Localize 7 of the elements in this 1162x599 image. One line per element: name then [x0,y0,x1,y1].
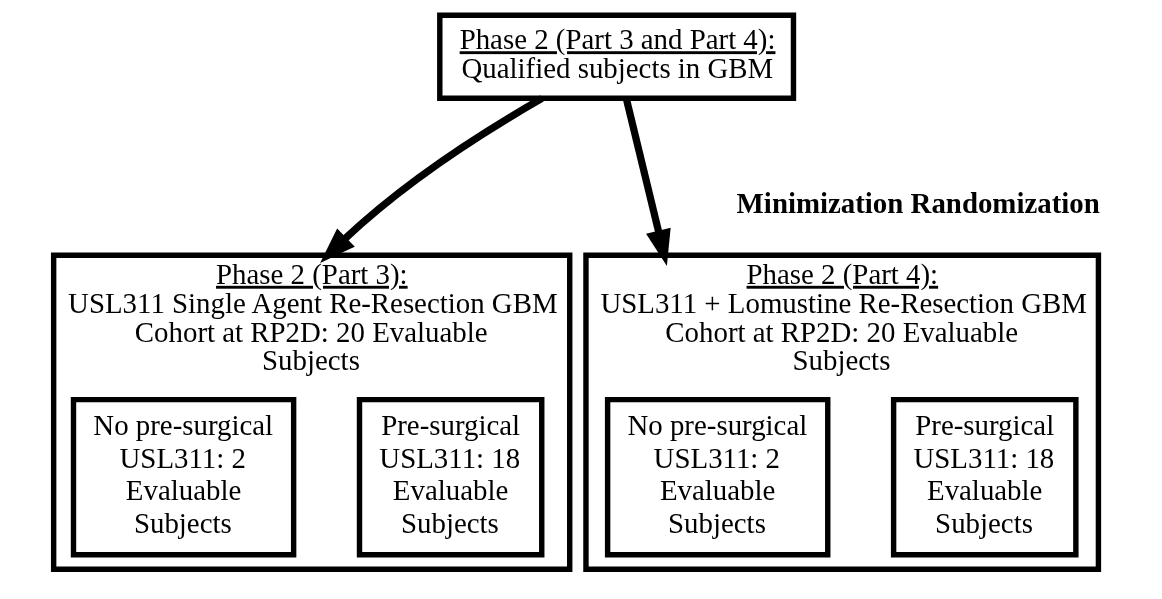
node-box: No pre-surgical USL311: 2 Evaluable Subjects [70,396,297,558]
node-box: Phase 2 (Part 3 and Part 4): Qualified subjects in GBM [437,12,797,101]
node-box: Pre-surgical USL311: 18 Evaluable Subjects [890,396,1079,558]
arrow [320,95,544,263]
node-box: Pre-surgical USL311: 18 Evaluable Subjects [356,396,545,558]
node-box: No pre-surgical USL311: 2 Evaluable Subjects [604,396,831,558]
label: Minimization Randomization [736,187,1100,220]
